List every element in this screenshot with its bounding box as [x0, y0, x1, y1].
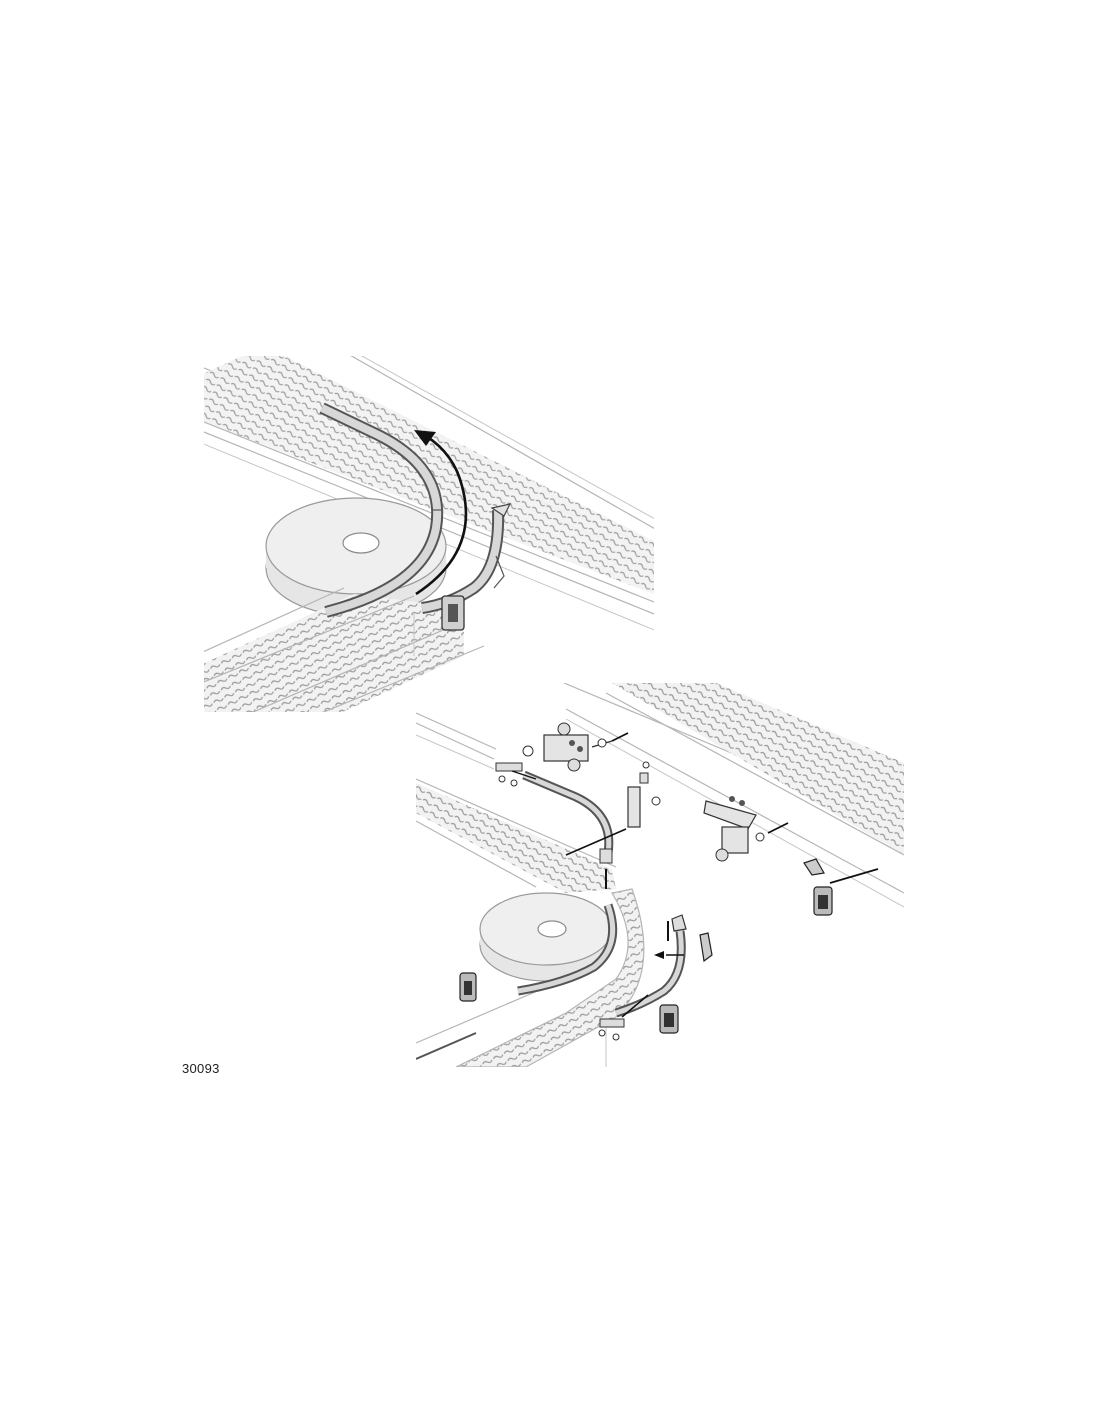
- support-bracket-assembly-right: [703, 796, 789, 862]
- curve-guide-overview-illustration: [204, 356, 654, 712]
- inner-curve-guide-rail: [319, 402, 444, 618]
- direction-of-travel-arrow: [414, 430, 468, 596]
- left-rail-stub: [416, 712, 497, 770]
- support-bracket-vertical: [627, 761, 661, 828]
- exploded-lower-curve-rail: [598, 914, 687, 1041]
- curve-guide-exploded-assembly-illustration: [416, 683, 904, 1067]
- support-bracket-assembly-top: [522, 722, 629, 772]
- inner-curve-rail-lower: [517, 903, 618, 996]
- rail-end-clips: [459, 858, 879, 1034]
- lower-conveyor-track: [204, 587, 485, 712]
- outer-curve-guide-rail: [421, 503, 512, 631]
- exploded-upper-curve-rail: [522, 770, 627, 889]
- figure-number: 30093: [182, 1061, 220, 1076]
- right-conveyor-track: [563, 683, 904, 908]
- left-conveyor-track: [416, 778, 617, 893]
- lower-conveyor-curve: [416, 888, 645, 1067]
- rail-connector-set-top: [495, 762, 537, 787]
